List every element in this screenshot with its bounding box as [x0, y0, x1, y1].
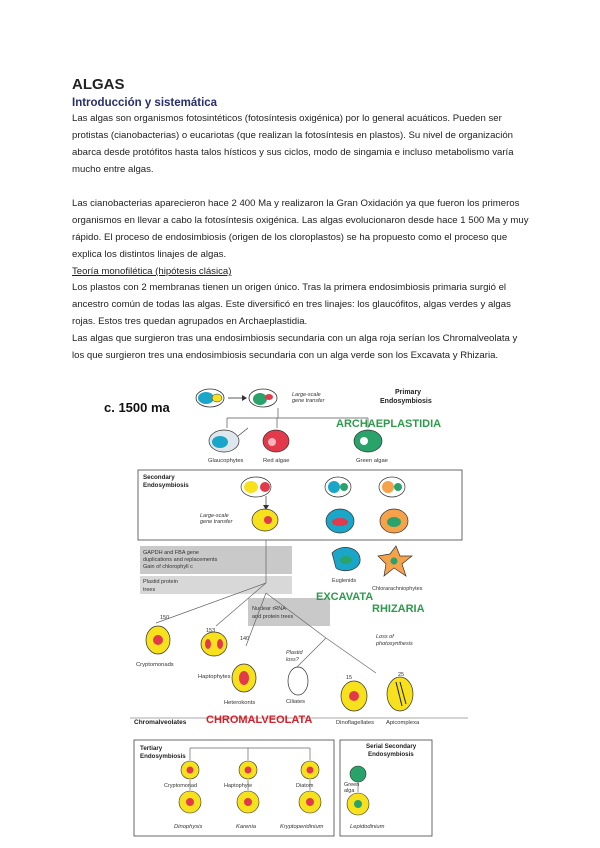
cryptomonad-cell	[145, 625, 171, 655]
euglenids-label: Euglenids	[332, 578, 356, 584]
rhizaria-label: RHIZARIA	[372, 603, 425, 615]
euglenid-cell	[331, 547, 361, 572]
nuclear-label-1: Nuclear rRNA	[252, 606, 286, 612]
ciliates-label: Ciliates	[286, 699, 305, 705]
tertiary-diatom-cell	[298, 760, 322, 814]
gene-transfer-label-1b: gene transfer	[292, 398, 326, 404]
dinoflagellate-cell	[340, 680, 368, 712]
secondary-green-engulf-2	[378, 476, 409, 534]
green-alga-label-1: Green	[344, 782, 359, 788]
secondary-red-engulf	[240, 476, 279, 532]
diatom-label: Diatom	[296, 783, 314, 789]
count-150: 150	[160, 615, 169, 621]
gene-transfer-label-2: Large-scale	[200, 513, 229, 519]
count-140: 140	[240, 636, 249, 642]
haptophytes-label: Haptophytes	[198, 674, 231, 680]
loss-photosynthesis-label-1: Loss of	[376, 634, 394, 640]
apicomplexa-label: Apicomplexa	[386, 720, 420, 726]
haptophyte-label: Haptophyte	[224, 783, 252, 789]
gapdh-label-3: Gain of chlorophyll c	[143, 564, 193, 570]
plastid-loss-label-2: loss?	[286, 657, 300, 663]
tertiary-tree	[189, 747, 311, 790]
glaucophytes-label: Glaucophytes	[208, 458, 244, 464]
green-alga-cell	[353, 429, 383, 453]
heterokonts-label: Heterokonts	[224, 700, 255, 706]
green-algae-label: Green algae	[356, 458, 388, 464]
paragraph-plastids: Los plastos con 2 membranas tienen un or…	[72, 282, 511, 327]
subtitle-monophyletic: Teoría monofilética (hipótesis clásica)	[72, 266, 232, 277]
paragraph-secondary: Las algas que surgieron tras una endosim…	[72, 333, 518, 361]
paragraph-intro: Las algas son organismos fotosintéticos …	[72, 113, 514, 175]
chromalveolate-tree	[155, 540, 377, 674]
time-label: c. 1500 ma	[104, 400, 171, 415]
red-alga-cell	[262, 429, 290, 453]
count-153: 153	[206, 628, 215, 634]
glaucophyte-cell	[208, 427, 249, 453]
archaeplastidia-label: ARCHAEPLASTIDIA	[336, 418, 441, 430]
red-algae-label: Red algae	[263, 458, 289, 464]
serial-label-2: Endosymbiosis	[368, 751, 414, 758]
tertiary-label-2: Endosymbiosis	[140, 753, 186, 760]
cryptomonads-label: Cryptomonads	[136, 662, 174, 668]
tertiary-haptophyte-cell	[236, 760, 260, 814]
chlorarachniophyte-cell	[377, 545, 413, 577]
lepidodinium-label: Lepidodinium	[350, 824, 385, 830]
tertiary-label-1: Tertiary	[140, 745, 163, 752]
loss-photosynthesis-label-2: photosynthesis	[375, 641, 413, 647]
chromalveolates-label: Chromalveolates	[134, 719, 187, 726]
primary-cells	[195, 388, 278, 408]
tertiary-cryptomonad-cell	[178, 760, 202, 814]
paragraph-cyanobacteria: Las cianobacterias aparecieron hace 2 40…	[72, 198, 529, 260]
karenia-label: Karenia	[236, 824, 257, 830]
chlorarachniophytes-label: Chlorarachniophytes	[372, 586, 423, 592]
dinophysis-label: Dinophysis	[174, 824, 202, 830]
heterokont-cell	[231, 663, 257, 693]
primary-label-2: Endosymbiosis	[380, 398, 432, 405]
chromalveolata-label: CHROMALVEOLATA	[206, 714, 312, 726]
gene-transfer-label-2b: gene transfer	[200, 519, 234, 525]
page-title: ALGAS	[72, 76, 125, 93]
count-25: 25	[398, 672, 404, 678]
secondary-label-2: Endosymbiosis	[143, 482, 189, 489]
haptophyte-cell	[200, 631, 228, 657]
nuclear-label-2: and protein trees	[252, 614, 294, 620]
count-15: 15	[346, 675, 352, 681]
apicomplexa-cell	[386, 676, 414, 712]
endosymbiosis-figure: c. 1500 ma Large-scale gene transfer Pri…	[104, 388, 468, 837]
secondary-label-1: Secondary	[143, 474, 175, 481]
section-title: Introducción y sistemática	[72, 97, 218, 109]
gene-transfer-label-1: Large-scale	[292, 392, 321, 398]
serial-green-alga-cell	[346, 765, 370, 816]
plastid-loss-label-1: Plastid	[286, 650, 303, 656]
ciliate-cell	[287, 666, 309, 696]
gapdh-label-2: duplications and replacements	[143, 557, 218, 563]
green-alga-label-2: alga	[344, 788, 355, 794]
primary-label-1: Primary	[395, 389, 421, 396]
plastid-trees-label-1: Plastid protein	[143, 579, 178, 585]
serial-label-1: Serial Secondary	[366, 743, 417, 750]
kryptoperidinium-label: Kryptoperidinium	[280, 824, 324, 830]
gapdh-label-1: GAPDH and FBA gene	[143, 550, 199, 556]
cryptomonad-label: Cryptomonad	[164, 783, 197, 789]
plastid-trees-label-2: trees	[143, 587, 155, 593]
excavata-label: EXCAVATA	[316, 591, 373, 603]
dinoflagellates-label: Dinoflagellates	[336, 720, 374, 726]
secondary-green-engulf-1	[324, 476, 355, 534]
